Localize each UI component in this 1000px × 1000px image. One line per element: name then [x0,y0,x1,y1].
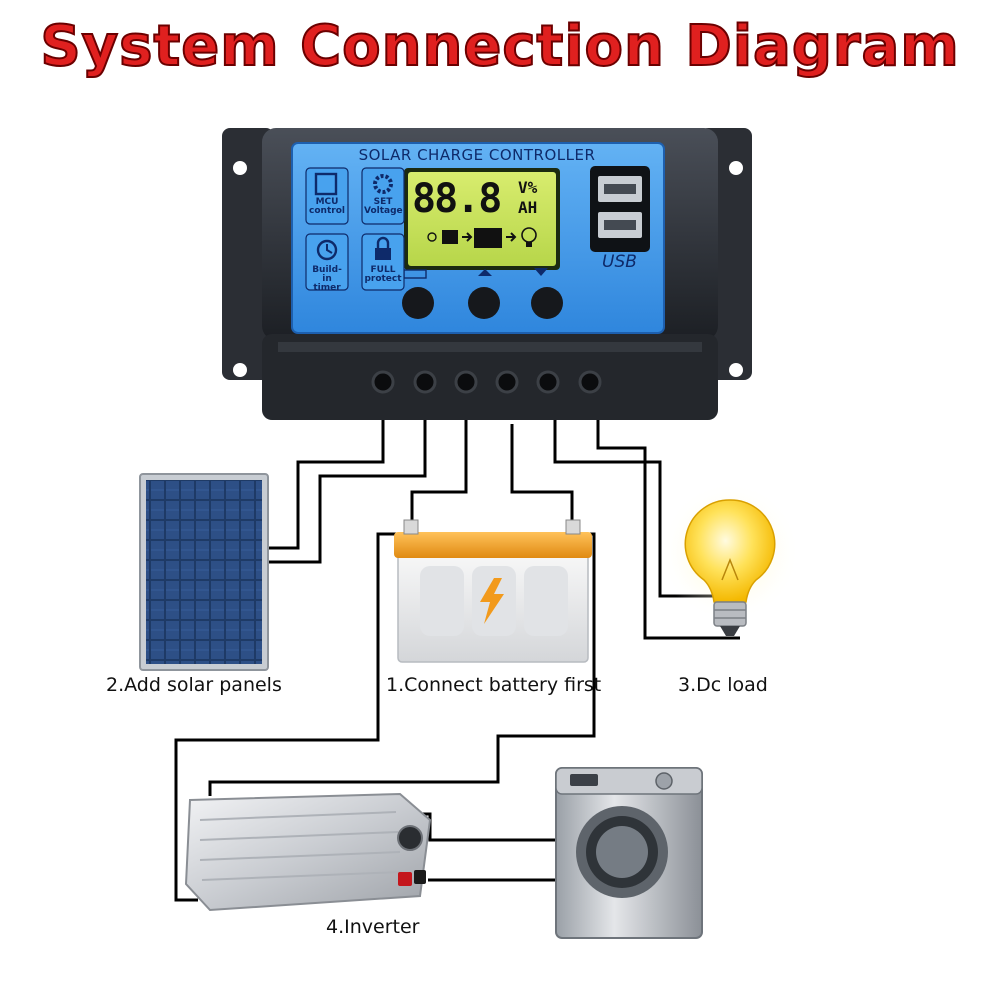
wires [174,420,740,902]
solar-panel [139,473,269,671]
lcd-unit-bottom: AH [518,198,538,217]
light-bulb [660,482,800,636]
terminal-screws [371,370,602,394]
feature-label-set: SET Voltage [364,197,403,216]
lcd-value: 88.8 [412,176,502,222]
step-battery-label: 1.Connect battery first [386,674,602,696]
lcd-unit-top: V% [518,178,538,197]
lock-icon [361,233,405,291]
step-inverter-label: 4.Inverter [326,916,420,938]
feature-label-protect: FULL protect [364,265,402,284]
charge-controller [222,128,752,420]
washing-machine [555,767,703,939]
clock-icon [305,233,349,291]
step-solar-label: 2.Add solar panels [106,674,282,696]
gear-icon [361,167,405,225]
usb-label: USB [602,252,637,272]
feature-label-mcu: MCU control [309,197,345,216]
controller-heading: SOLAR CHARGE CONTROLLER [358,146,596,164]
step-load-label: 3.Dc load [678,674,768,696]
diagram-title: System Connection Diagram [39,13,960,80]
lightning-icon [480,578,504,624]
inverter [184,792,432,912]
battery [394,519,592,663]
feature-label-timer: Build-in timer [312,265,342,293]
